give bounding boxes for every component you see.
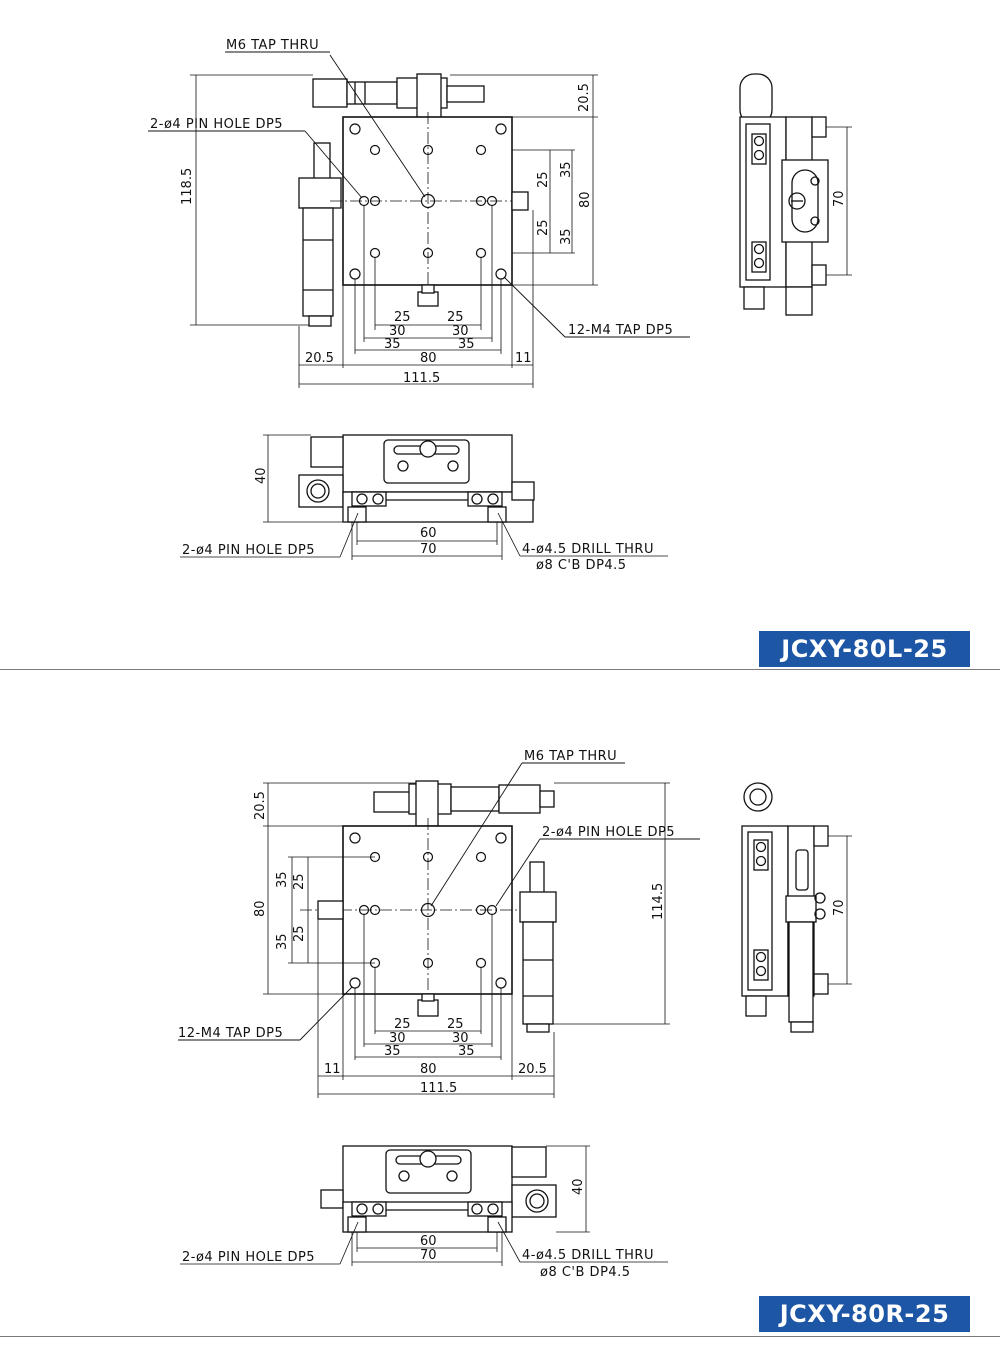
callout-drill-thru-l: 4-ø4.5 DRILL THRU	[522, 542, 654, 557]
dim-side-70-r: 70	[832, 899, 847, 916]
dim-right-offset-r: 20.5	[518, 1062, 547, 1077]
dim-bottom-35b-r: 35	[458, 1044, 475, 1059]
dim-front-70-r: 70	[420, 1248, 437, 1263]
section-r	[178, 762, 852, 1266]
dim-front-60-r: 60	[420, 1234, 437, 1249]
dim-overall-width-r: 111.5	[420, 1081, 457, 1096]
top-view-l	[148, 51, 690, 388]
dim-right-25b-l: 25	[536, 219, 551, 236]
dim-top-offset-r: 20.5	[253, 791, 268, 820]
dim-left-35a-r: 35	[275, 871, 290, 888]
dim-width-80-l: 80	[420, 351, 437, 366]
section-divider-r	[0, 1336, 1000, 1337]
dim-right-80-l: 80	[578, 191, 593, 208]
dim-right-offset-l: 11	[515, 351, 532, 366]
callout-counterbore-l: ø8 C'B DP4.5	[536, 558, 627, 573]
callout-pin-hole-top-l: 2-ø4 PIN HOLE DP5	[150, 117, 283, 132]
callout-pin-hole-bottom-r: 2-ø4 PIN HOLE DP5	[182, 1250, 315, 1265]
callout-m4-tap-l: 12-M4 TAP DP5	[568, 323, 673, 338]
side-view-r	[741, 782, 852, 1033]
callout-m4-tap-r: 12-M4 TAP DP5	[178, 1026, 283, 1041]
dim-overall-width-l: 111.5	[403, 371, 440, 386]
dim-left-offset-l: 20.5	[305, 351, 334, 366]
dim-bottom-25a-r: 25	[394, 1017, 411, 1032]
dim-left-offset-r: 11	[324, 1062, 341, 1077]
dim-bottom-30b-l: 30	[452, 324, 469, 339]
dim-left-25b-r: 25	[292, 925, 307, 942]
dim-left-80-r: 80	[253, 900, 268, 917]
dim-right-35b-l: 35	[559, 228, 574, 245]
dim-overall-height-r: 114.5	[651, 883, 666, 920]
dim-front-height-l: 40	[254, 467, 269, 484]
callout-pin-hole-top-r: 2-ø4 PIN HOLE DP5	[542, 825, 675, 840]
model-badge-l: JCXY-80L-25	[759, 631, 970, 667]
dim-top-offset-l: 20.5	[577, 83, 592, 112]
dim-front-70-l: 70	[420, 542, 437, 557]
dim-width-80-r: 80	[420, 1062, 437, 1077]
front-view-r	[180, 1145, 668, 1266]
top-view-r	[178, 762, 700, 1098]
callout-pin-hole-bottom-l: 2-ø4 PIN HOLE DP5	[182, 543, 315, 558]
callout-m6-tap-r: M6 TAP THRU	[524, 749, 617, 764]
callout-drill-thru-r: 4-ø4.5 DRILL THRU	[522, 1248, 654, 1263]
dim-side-70-l: 70	[832, 190, 847, 207]
dim-right-35a-l: 35	[559, 161, 574, 178]
dim-bottom-25b-r: 25	[447, 1017, 464, 1032]
dim-bottom-30a-r: 30	[389, 1031, 406, 1046]
dim-bottom-35a-r: 35	[384, 1044, 401, 1059]
section-divider-l	[0, 669, 1000, 670]
dim-left-25a-r: 25	[292, 873, 307, 890]
dim-bottom-25b-l: 25	[447, 310, 464, 325]
dim-overall-height-l: 118.5	[180, 168, 195, 205]
dim-bottom-30b-r: 30	[452, 1031, 469, 1046]
dim-front-height-r: 40	[571, 1178, 586, 1195]
dim-bottom-35a-l: 35	[384, 337, 401, 352]
side-view-l	[739, 73, 852, 316]
dim-bottom-30a-l: 30	[389, 324, 406, 339]
dim-front-60-l: 60	[420, 526, 437, 541]
dim-right-25a-l: 25	[536, 171, 551, 188]
callout-counterbore-r: ø8 C'B DP4.5	[540, 1265, 631, 1280]
callout-m6-tap-l: M6 TAP THRU	[226, 38, 319, 53]
section-l	[148, 51, 852, 560]
dim-bottom-35b-l: 35	[458, 337, 475, 352]
front-view-l	[180, 434, 668, 560]
model-badge-r: JCXY-80R-25	[759, 1296, 970, 1332]
dim-bottom-25a-l: 25	[394, 310, 411, 325]
dim-left-35b-r: 35	[275, 933, 290, 950]
